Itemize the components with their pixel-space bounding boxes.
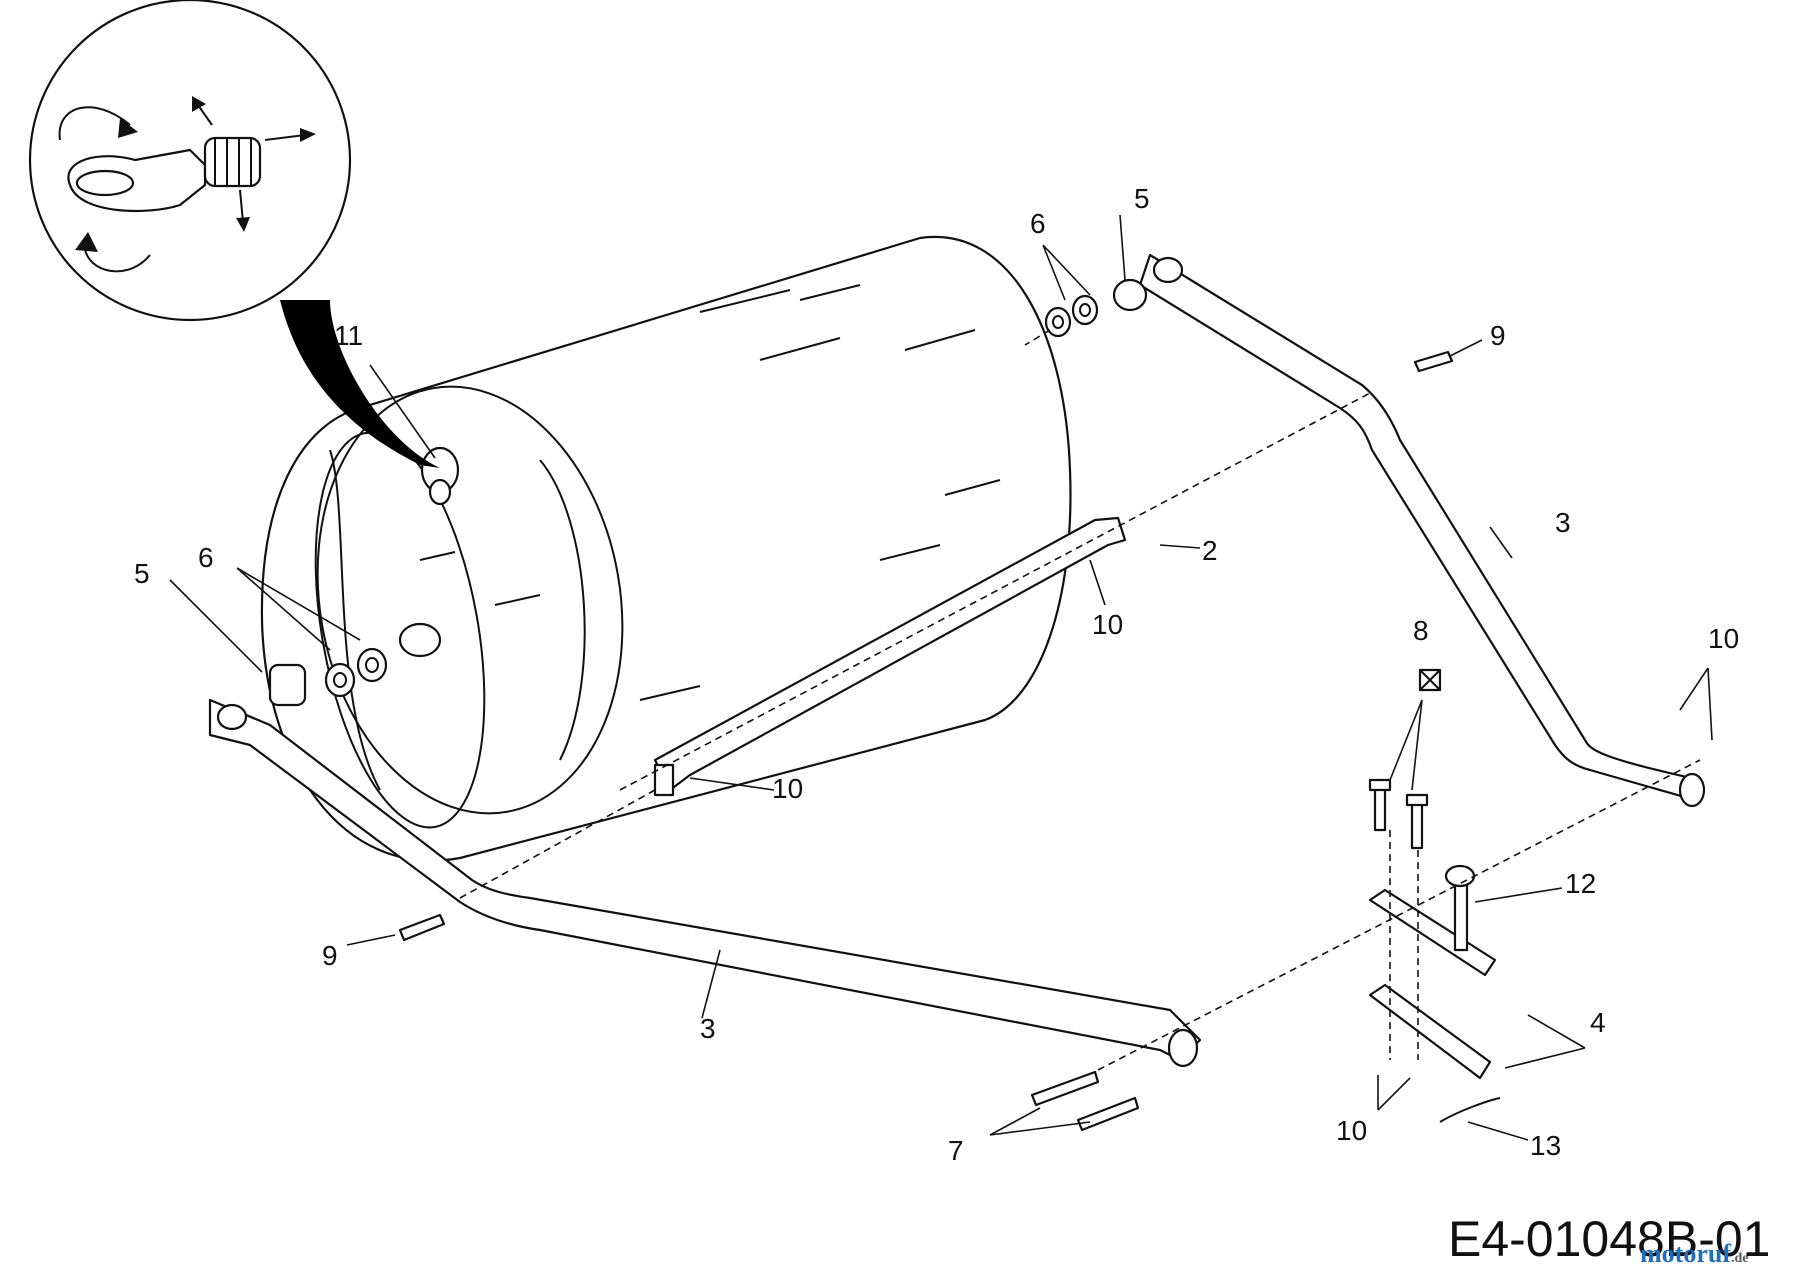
drain-plug-detail-view — [28, 0, 440, 468]
callout-11: 11 — [334, 320, 363, 351]
callout-4: 4 — [1590, 1007, 1606, 1038]
callout-labels: 2 3 3 4 5 5 6 6 7 8 9 9 10 10 10 10 11 1… — [134, 183, 1739, 1166]
callout-8: 8 — [1413, 615, 1429, 646]
callout-9-right: 9 — [1490, 320, 1506, 351]
callout-10-bottom: 10 — [1336, 1115, 1367, 1146]
roller-drum — [260, 235, 1072, 862]
drain-plug-part-11 — [420, 446, 460, 506]
callout-12: 12 — [1565, 868, 1596, 899]
callout-10-mid: 10 — [1092, 609, 1123, 640]
cross-bar-part-2 — [653, 516, 1127, 797]
callout-5-right: 5 — [1134, 183, 1150, 214]
callout-10-right: 10 — [1708, 623, 1739, 654]
handle-arm-right-part-3 — [1138, 253, 1706, 808]
assembly-lines — [459, 329, 1701, 1071]
callout-3-left: 3 — [700, 1013, 716, 1044]
callout-6-right: 6 — [1030, 208, 1046, 239]
callout-3-right: 3 — [1555, 507, 1571, 538]
drawing-code: E4-01048B-01 — [1448, 1211, 1770, 1267]
watermark: motoruf.de — [1640, 1239, 1748, 1268]
spacers-and-washers — [268, 278, 1148, 707]
leader-lines — [169, 214, 1713, 1141]
callout-10-bar: 10 — [772, 773, 803, 804]
handle-arm-left-part-3 — [208, 698, 1202, 1068]
hardware — [398, 350, 1501, 1132]
callout-2: 2 — [1202, 535, 1218, 566]
callout-5-left: 5 — [134, 558, 150, 589]
callout-13: 13 — [1530, 1130, 1561, 1161]
callout-9-left: 9 — [322, 940, 338, 971]
callout-6-left: 6 — [198, 542, 214, 573]
callout-7: 7 — [948, 1135, 964, 1166]
